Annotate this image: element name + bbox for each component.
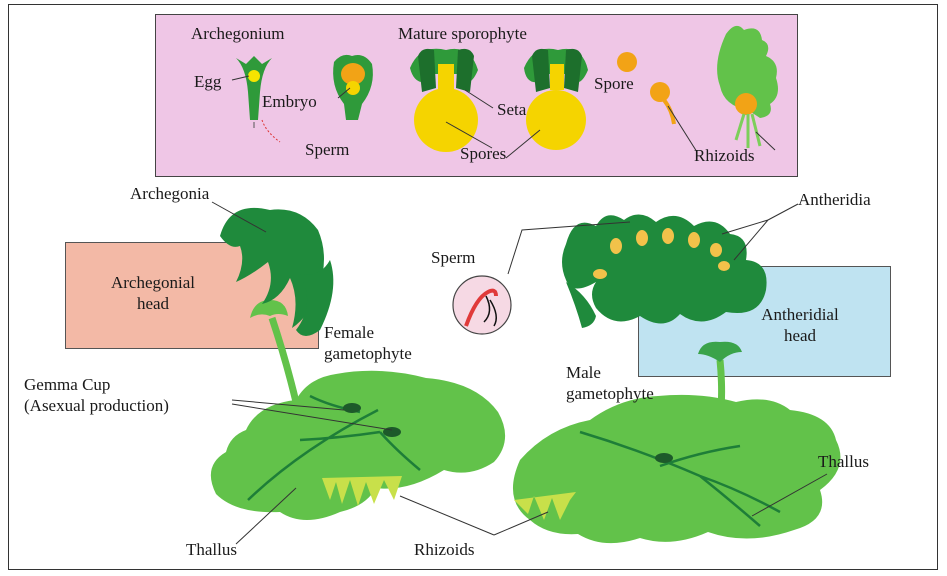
rhizoids-inset-label: Rhizoids <box>694 146 754 166</box>
sporophyte-drawing-1 <box>410 49 478 152</box>
male-thallus-drawing <box>513 395 840 543</box>
egg-label: Egg <box>194 72 221 92</box>
archegonial-head-line1: Archegonial <box>78 272 228 293</box>
male-line1: Male <box>566 362 654 383</box>
archegonial-head-drawing <box>220 208 333 336</box>
antheridia-label: Antheridia <box>798 190 871 210</box>
male-stalk-drawing <box>718 360 722 440</box>
spore-drawing <box>617 52 637 72</box>
male-line2: gametophyte <box>566 383 654 404</box>
female-stalk-drawing <box>272 318 296 402</box>
antheridial-head-line2: head <box>730 325 870 346</box>
female-thallus-drawing <box>211 371 505 520</box>
spores-label: Spores <box>460 144 506 164</box>
archegonial-head-label: Archegonial head <box>78 272 228 314</box>
germinating-spore-drawing <box>650 82 674 124</box>
mature-sporophyte-label: Mature sporophyte <box>398 24 527 44</box>
embryo-drawing <box>333 55 373 120</box>
archegonial-head-line2: head <box>78 293 228 314</box>
antheridial-head-label: Antheridial head <box>730 304 870 346</box>
thallus-right-label: Thallus <box>818 452 869 472</box>
archegonium-label: Archegonium <box>191 24 284 44</box>
thallus-left-label: Thallus <box>186 540 237 560</box>
young-gametophyte-drawing <box>717 26 778 148</box>
gemma-line2: (Asexual production) <box>24 395 169 416</box>
sperm-inset-label: Sperm <box>305 140 349 160</box>
gemma-line1: Gemma Cup <box>24 374 169 395</box>
male-gametophyte-label: Male gametophyte <box>566 362 654 404</box>
sperm-magnified-drawing <box>453 276 511 334</box>
gemma-cup-label: Gemma Cup (Asexual production) <box>24 374 169 416</box>
rhizoids-label: Rhizoids <box>414 540 474 560</box>
archegonia-label: Archegonia <box>130 184 209 204</box>
embryo-label: Embryo <box>262 92 317 112</box>
antheridial-head-line1: Antheridial <box>730 304 870 325</box>
seta-label: Seta <box>497 100 526 120</box>
spore-label: Spore <box>594 74 634 94</box>
female-gametophyte-label: Female gametophyte <box>324 322 412 364</box>
female-line2: gametophyte <box>324 343 412 364</box>
female-line1: Female <box>324 322 412 343</box>
sperm-label: Sperm <box>431 248 475 268</box>
